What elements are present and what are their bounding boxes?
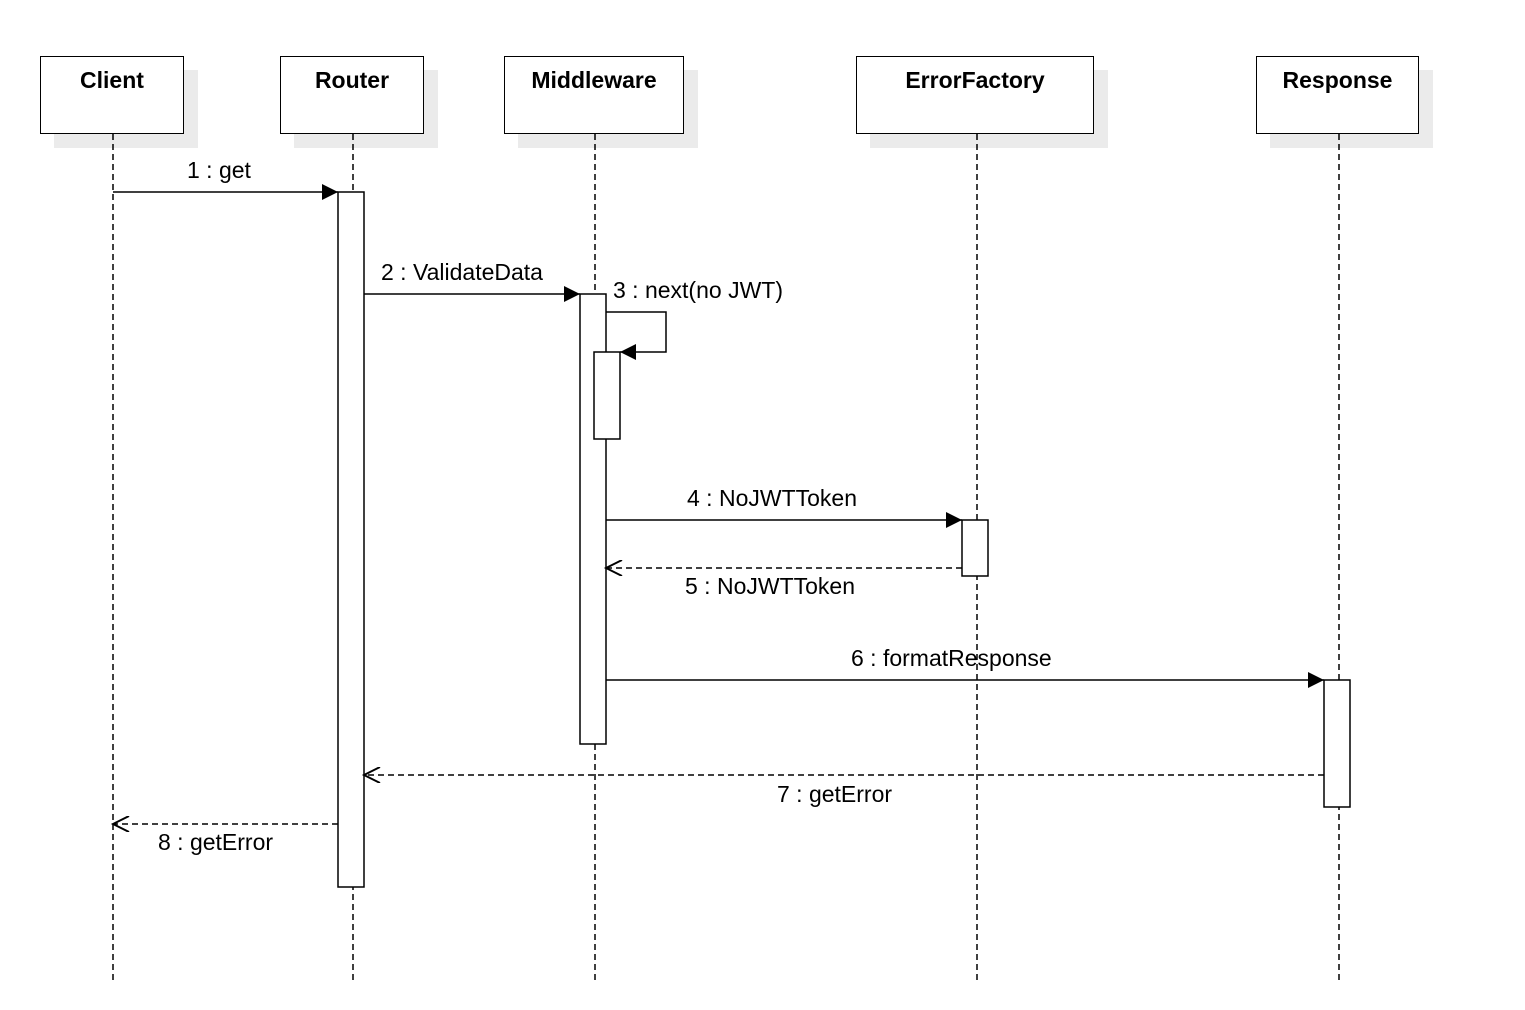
lifeline-router-head: Router bbox=[280, 56, 424, 134]
message-arrow-3 bbox=[606, 311, 667, 360]
lifeline-response-head: Response bbox=[1256, 56, 1419, 134]
message-label-2: 2 : ValidateData bbox=[381, 259, 543, 285]
lifeline-middleware-head: Middleware bbox=[504, 56, 684, 134]
lifeline-name: Response bbox=[1282, 67, 1393, 93]
message-label-7: 7 : getError bbox=[777, 781, 893, 807]
lifeline-name: Client bbox=[80, 67, 144, 93]
lifeline-name: Middleware bbox=[531, 67, 657, 93]
lifeline-errorfactory-head: ErrorFactory bbox=[856, 56, 1094, 134]
lifeline-name: ErrorFactory bbox=[905, 67, 1045, 93]
message-label-6: 6 : formatResponse bbox=[851, 645, 1052, 671]
message-label-8: 8 : getError bbox=[158, 829, 274, 855]
activation-middleware-nested bbox=[593, 351, 621, 440]
activation-router bbox=[337, 191, 365, 888]
message-label-3: 3 : next(no JWT) bbox=[613, 277, 783, 303]
message-label-4: 4 : NoJWTToken bbox=[687, 485, 857, 511]
message-label-5: 5 : NoJWTToken bbox=[685, 573, 855, 599]
activation-response bbox=[1323, 679, 1351, 808]
message-label-1: 1 : get bbox=[187, 157, 251, 183]
lifeline-name: Router bbox=[314, 67, 390, 93]
lifeline-client-head: Client bbox=[40, 56, 184, 134]
activation-errorfactory bbox=[961, 519, 989, 577]
